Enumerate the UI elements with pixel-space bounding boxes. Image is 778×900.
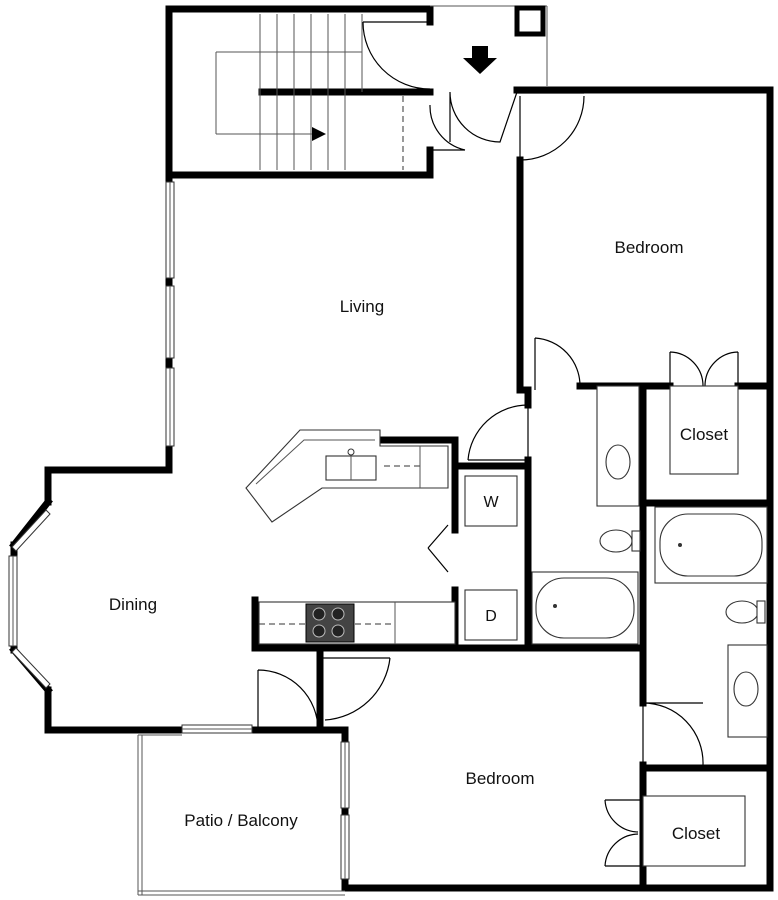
room-label-dining: Dining [109,595,157,614]
stairwell [165,5,466,179]
room-label-bedroom-top: Bedroom [615,238,684,257]
washer [464,475,518,527]
washer-label: W [483,494,499,511]
room-label-closet-top: Closet [680,425,728,444]
toilet [599,529,633,553]
cooktop [305,603,355,643]
room-label-patio: Patio / Balcony [184,811,298,830]
patio [137,734,345,896]
windows [8,181,350,880]
toilet [725,600,759,624]
arrow-down-icon [463,46,497,74]
column-post [514,5,546,37]
sink [605,444,631,480]
room-label-living: Living [340,297,384,316]
bathroom-1 [531,385,641,645]
dryer [464,589,518,641]
closet-shelves [642,385,746,867]
doors [257,92,739,867]
sink [733,671,759,707]
room-label-bedroom-bottom: Bedroom [466,769,535,788]
dryer-label: D [485,608,497,625]
bathroom-2 [654,506,768,738]
room-label-closet-bottom: Closet [672,824,720,843]
interior-walls [251,156,774,892]
entry-landing [430,5,548,143]
kitchen [245,429,518,645]
arrow-right-icon [312,127,326,141]
